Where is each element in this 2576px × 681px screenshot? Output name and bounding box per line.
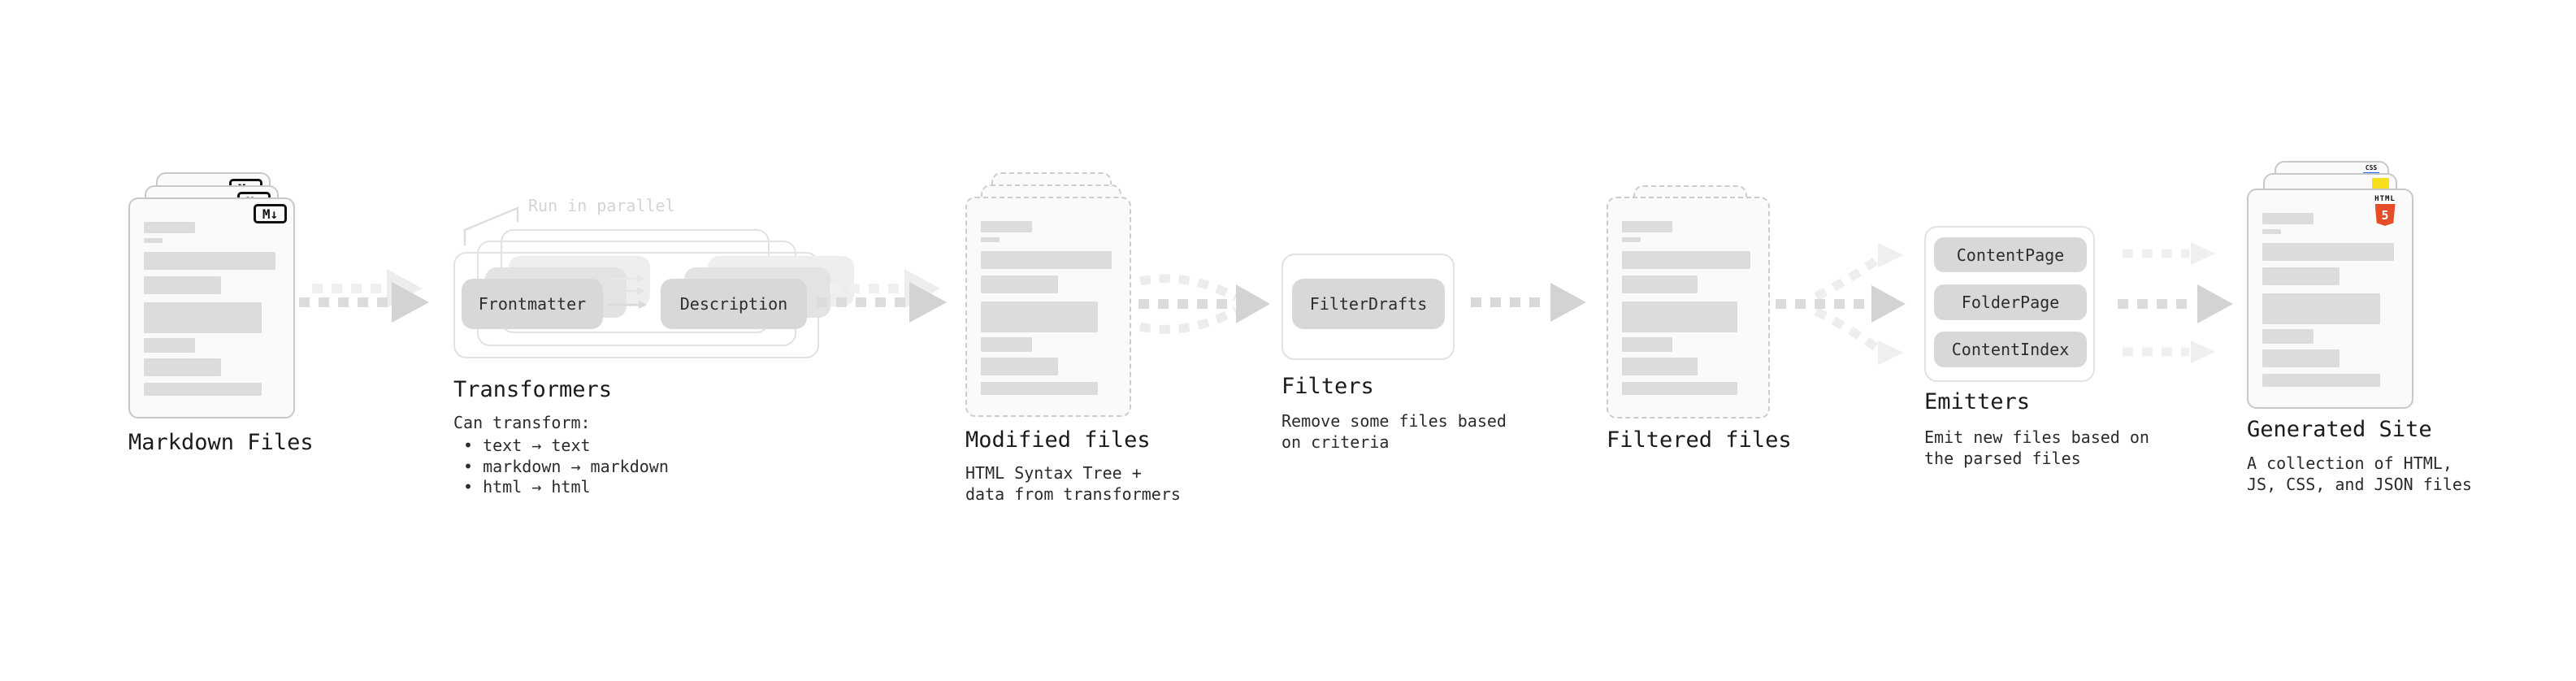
- doc-bar: [1622, 275, 1698, 293]
- doc-bar: [2262, 243, 2394, 261]
- doc-bar: [144, 252, 275, 270]
- emitters-label: Emitters: [1924, 389, 2031, 414]
- doc-bar: [144, 358, 222, 376]
- doc-bar: [2262, 293, 2381, 324]
- frontmatter-pill: Frontmatter: [462, 279, 603, 329]
- html5-icon: HTML 5: [2368, 195, 2402, 226]
- modified-doc-front: [965, 197, 1131, 417]
- doc-bar: [144, 302, 262, 333]
- caption-line: the parsed files: [1924, 448, 2081, 468]
- html5-shield: 5: [2374, 204, 2396, 226]
- caption-line: data from transformers: [965, 484, 1181, 504]
- doc-bar: [1622, 337, 1672, 352]
- filtered-doc-front: [1607, 197, 1770, 419]
- run-in-parallel-annotation: Run in parallel: [528, 196, 675, 215]
- flow-arrow-merge-into-filters: [1138, 274, 1270, 334]
- doc-bar: [144, 222, 196, 233]
- flow-arrow-markdown-to-transformers: [299, 269, 429, 323]
- caption-line: HTML Syntax Tree +: [965, 463, 1142, 483]
- bullet-item: • text → text: [463, 436, 591, 455]
- transformers-bullet-list: • text → text • markdown → markdown • ht…: [463, 436, 669, 498]
- emitters-caption: Emit new files based on the parsed files: [1924, 427, 2149, 469]
- caption-line: A collection of HTML,: [2247, 453, 2452, 473]
- doc-bar: [981, 358, 1058, 375]
- modified-files-label: Modified files: [965, 427, 1151, 453]
- doc-bar: [2262, 213, 2314, 224]
- contentpage-pill: ContentPage: [1934, 237, 2087, 272]
- doc-bar: [1622, 237, 1641, 242]
- filters-label: Filters: [1281, 374, 1374, 399]
- caption-line: Remove some files based: [1281, 411, 1507, 431]
- transform-step-arrows: [608, 275, 647, 309]
- caption-line: Emit new files based on: [1924, 427, 2149, 447]
- doc-bar: [981, 221, 1033, 232]
- description-pill: Description: [661, 279, 807, 329]
- markdown-doc-front: M↓: [128, 197, 295, 419]
- js-file-icon: [2372, 178, 2389, 189]
- doc-bar: [144, 338, 196, 353]
- doc-bar: [1622, 251, 1751, 269]
- folderpage-pill: FolderPage: [1934, 284, 2087, 320]
- doc-bar: [1622, 358, 1698, 375]
- generated-doc-html: HTML 5: [2247, 189, 2413, 409]
- contentindex-pill: ContentIndex: [1934, 332, 2087, 367]
- flow-arrow-transformers-to-modified: [817, 269, 947, 323]
- flow-arrow-fanout-to-emitters: [1776, 243, 1906, 365]
- doc-content-placeholder: [144, 222, 280, 396]
- doc-bar: [981, 337, 1033, 352]
- flow-arrows-emitters-to-generated: [2118, 242, 2233, 363]
- bullet-item: • markdown → markdown: [463, 456, 669, 476]
- filtered-files-label: Filtered files: [1607, 427, 1792, 453]
- markdown-icon: M↓: [254, 204, 287, 223]
- doc-bar: [1622, 301, 1737, 332]
- run-in-parallel-callout-line: [463, 206, 519, 245]
- filterdrafts-pill: FilterDrafts: [1292, 279, 1445, 329]
- filters-caption: Remove some files based on criteria: [1281, 411, 1507, 453]
- html5-number: 5: [2381, 207, 2389, 223]
- doc-bar: [1622, 382, 1737, 395]
- markdown-files-label: Markdown Files: [128, 430, 314, 455]
- html5-label: HTML: [2374, 195, 2396, 203]
- doc-bar: [2262, 349, 2340, 367]
- doc-bar: [2262, 374, 2381, 387]
- modified-files-caption: HTML Syntax Tree + data from transformer…: [965, 463, 1181, 505]
- doc-bar: [981, 251, 1112, 269]
- doc-bar: [144, 276, 222, 294]
- doc-content-placeholder: [981, 221, 1116, 395]
- doc-content-placeholder: [1622, 221, 1754, 395]
- doc-bar: [1622, 221, 1672, 232]
- doc-bar: [144, 383, 262, 396]
- doc-content-placeholder: [2262, 213, 2398, 387]
- generated-site-label: Generated Site: [2247, 417, 2432, 442]
- doc-bar: [144, 238, 163, 243]
- doc-bar: [2262, 329, 2314, 344]
- caption-line: JS, CSS, and JSON files: [2247, 474, 2472, 494]
- transformers-label: Transformers: [453, 377, 613, 402]
- generated-site-caption: A collection of HTML, JS, CSS, and JSON …: [2247, 453, 2472, 495]
- doc-bar: [981, 237, 1000, 242]
- doc-bar: [2262, 229, 2282, 234]
- css-label: CSS: [2365, 164, 2378, 171]
- doc-bar: [981, 382, 1099, 395]
- doc-bar: [981, 301, 1099, 332]
- flow-arrow-filters-to-filtered: [1471, 283, 1586, 322]
- doc-bar: [981, 275, 1058, 293]
- caption-line: on criteria: [1281, 432, 1390, 452]
- doc-bar: [2262, 267, 2340, 285]
- bullet-item: • html → html: [463, 477, 591, 497]
- transformers-caption-title: Can transform:: [453, 413, 591, 432]
